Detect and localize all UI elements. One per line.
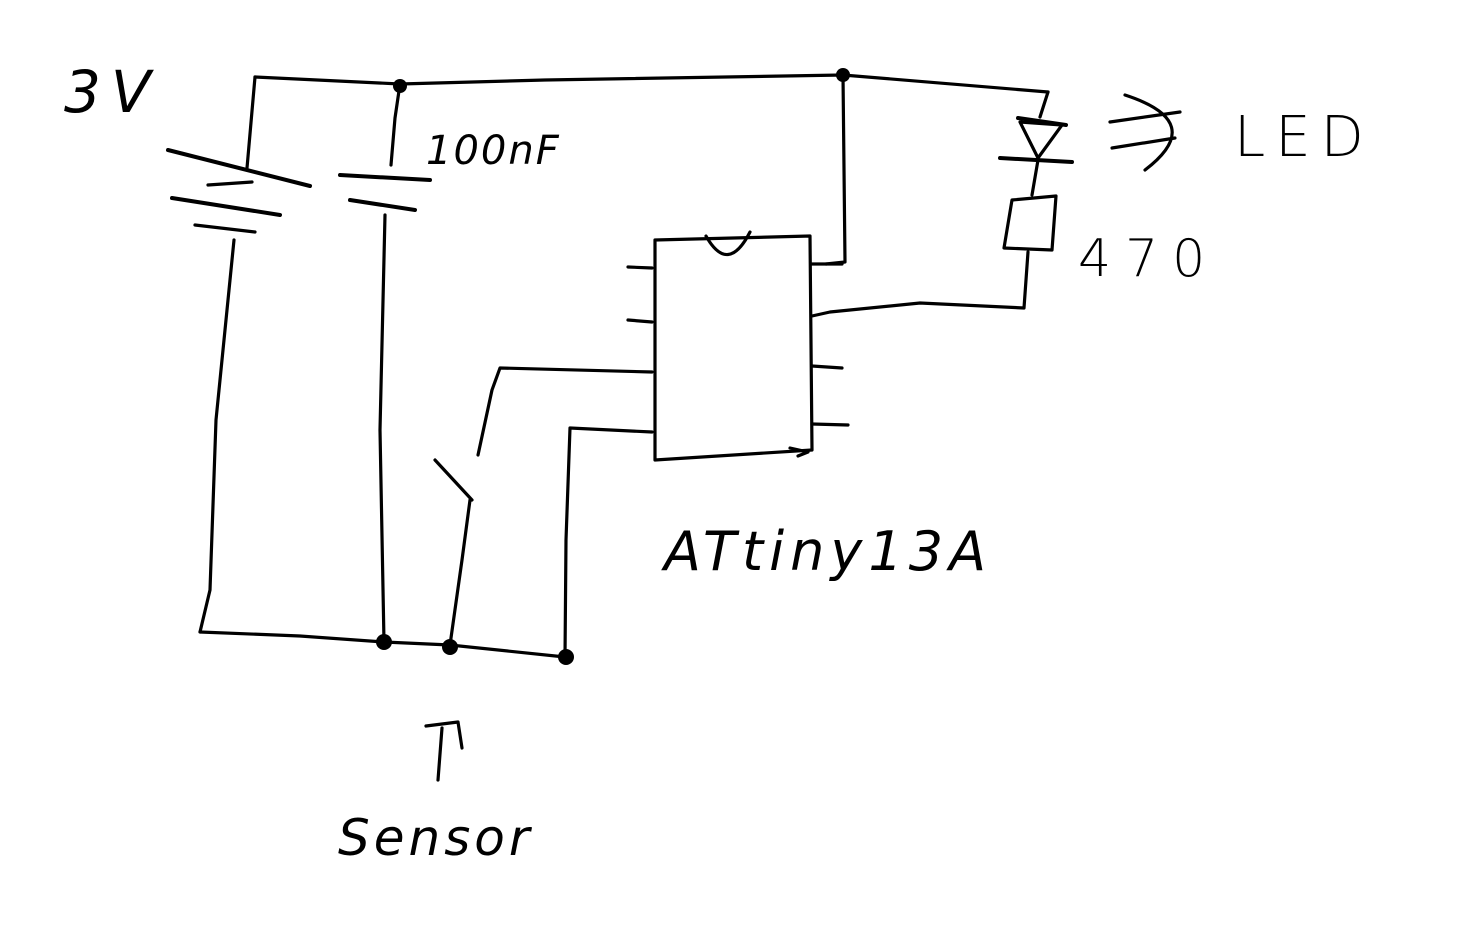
sensor-switch [433,366,654,647]
chip-pin-arrow [788,446,810,458]
chip-vcc-wire [824,73,847,266]
junction-dot [558,649,574,665]
light-arrows [1108,93,1182,172]
resistor-label: 470 [1078,229,1219,289]
battery-label: 3V [64,58,161,126]
chip-pin [626,265,654,270]
chip-pin [810,364,844,370]
capacitor-label: 100nF [426,128,561,174]
junction-dot [442,639,458,655]
led-label: LED [1234,105,1374,170]
led-symbol [998,90,1182,197]
junction-dot [376,634,392,650]
capacitor-symbol [338,82,432,644]
chip-notch [704,230,752,257]
sensor-pointer-arrow [424,720,464,782]
battery-symbol [166,75,312,634]
chip-pin [810,422,850,427]
junction-dot [393,79,407,93]
resistor-symbol [810,194,1058,318]
chip-label: ATtiny13A [661,520,992,583]
attiny-chip [626,73,850,462]
chip-pin [626,318,654,324]
top-supply-rail [253,73,1050,94]
chip-ground-wire [563,426,654,659]
junction-dot [836,68,850,82]
sensor-label: Sensor [338,809,533,867]
